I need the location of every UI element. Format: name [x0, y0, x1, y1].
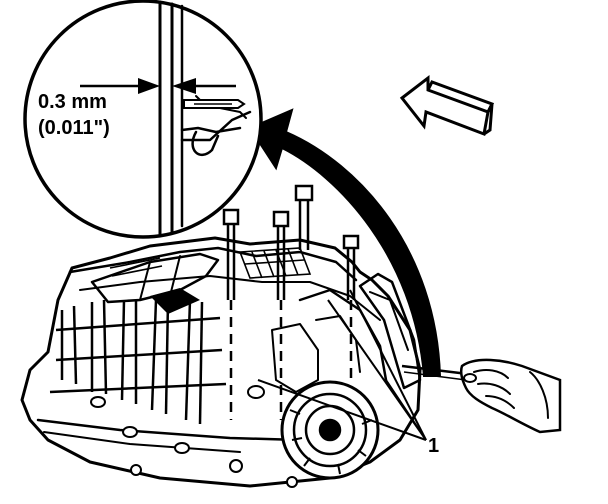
feeler-gauge-icon	[183, 99, 246, 109]
callout-leaders	[257, 289, 427, 441]
bolt-1	[222, 208, 240, 420]
rotation-arrow-icon	[248, 108, 442, 377]
measurement-arrows	[80, 78, 236, 94]
clearance-metric-label: 0.3 mm	[38, 91, 107, 113]
engine-block	[20, 236, 422, 488]
bolt-2	[272, 210, 290, 420]
clearance-imperial-label: (0.011")	[38, 117, 110, 139]
crank-pulley	[280, 380, 380, 480]
detail-magnifier: 0.3 mm (0.011")	[23, 0, 263, 239]
hand-with-gauge	[401, 358, 562, 434]
bolt-3	[294, 184, 314, 250]
bolt-4	[342, 234, 360, 380]
hollow-arrow-left-icon	[399, 74, 495, 137]
mounting-bolts	[222, 184, 360, 420]
callout-number: 1	[428, 435, 439, 457]
